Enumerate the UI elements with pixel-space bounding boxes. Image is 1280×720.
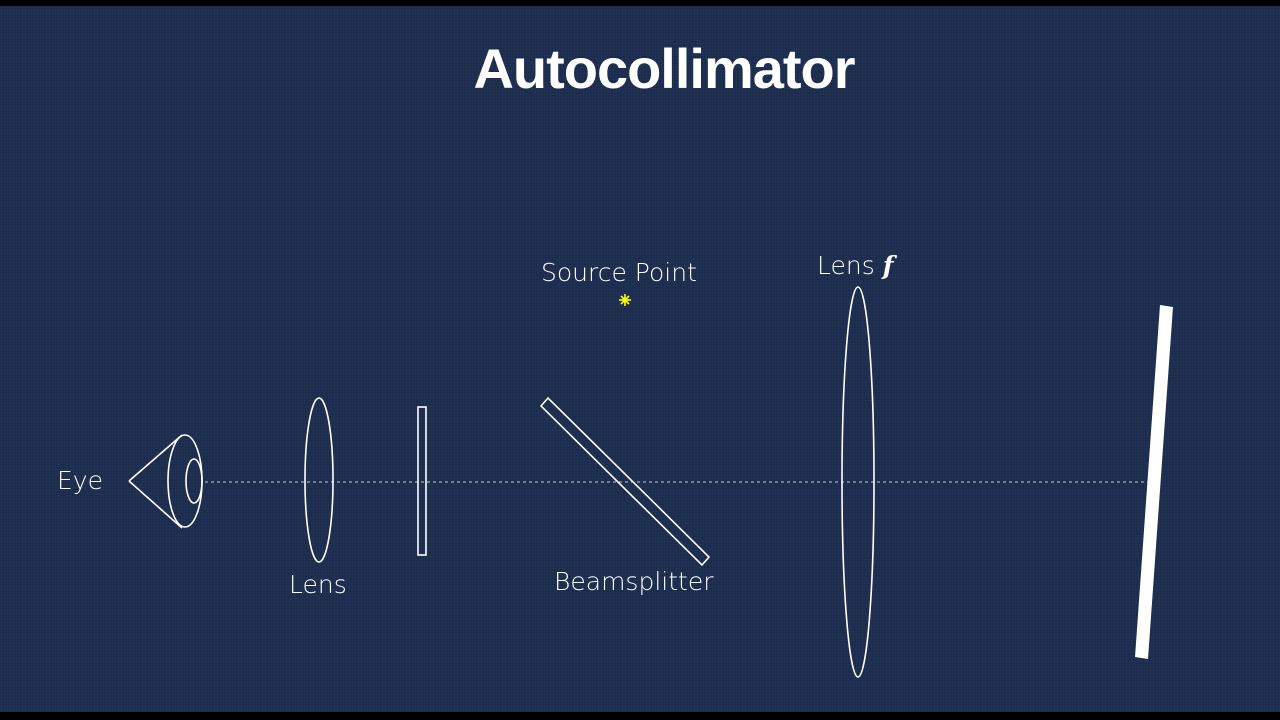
page-title: Autocollimator xyxy=(473,37,855,100)
beamsplitter xyxy=(539,396,711,567)
lens-label: Lens xyxy=(289,570,347,599)
lens-f-label: Lens f xyxy=(817,251,893,280)
eye-label: Eye xyxy=(57,466,103,495)
eyepiece-lens xyxy=(304,397,334,563)
objective-lens-f xyxy=(841,286,875,678)
beamsplitter-label: Beamsplitter xyxy=(554,567,714,596)
mirror xyxy=(1135,305,1173,659)
eye-icon xyxy=(128,434,203,529)
reticle-plate xyxy=(417,406,427,556)
optics-diagram xyxy=(128,286,1173,678)
source-point-label: Source Point xyxy=(541,258,697,287)
source-point-icon xyxy=(619,294,631,306)
focal-length-symbol: f xyxy=(882,251,894,280)
lens-f-text: Lens xyxy=(817,251,875,280)
diagram-canvas: Autocollimator Eye Lens Be xyxy=(0,6,1280,712)
